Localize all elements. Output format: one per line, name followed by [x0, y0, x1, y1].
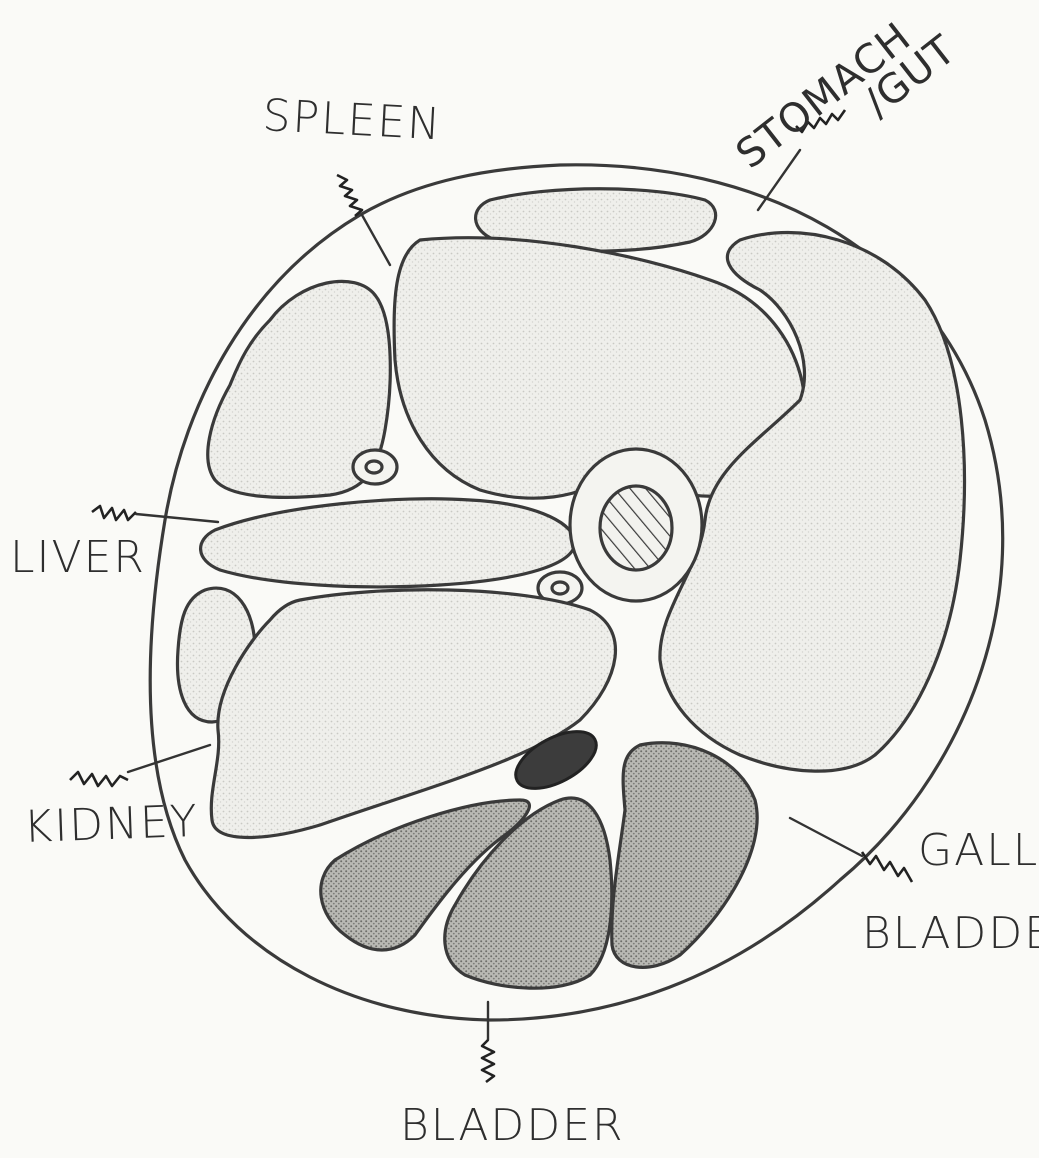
label-gallbladder: BLADDER — [862, 908, 1039, 959]
label-gall: GALL- — [918, 825, 1039, 876]
liver-organ — [201, 499, 576, 587]
label-spleen: SPLEEN — [261, 90, 443, 150]
liver-pointer — [92, 506, 218, 522]
label-kidney: KIDNEY — [23, 796, 200, 853]
kidney-organ — [211, 590, 615, 838]
small-vessel-upper-lumen — [366, 461, 382, 473]
bladder-pointer — [482, 1002, 494, 1082]
aorta-lumen — [600, 486, 672, 570]
small-vessel-lower-lumen — [552, 582, 568, 594]
label-bladder: BLADDER — [400, 1100, 625, 1151]
spleen-pointer — [337, 175, 390, 265]
bottom-right-dark-organ — [612, 743, 757, 968]
label-liver: LIVER — [10, 532, 146, 583]
kidney-pointer — [70, 745, 210, 786]
